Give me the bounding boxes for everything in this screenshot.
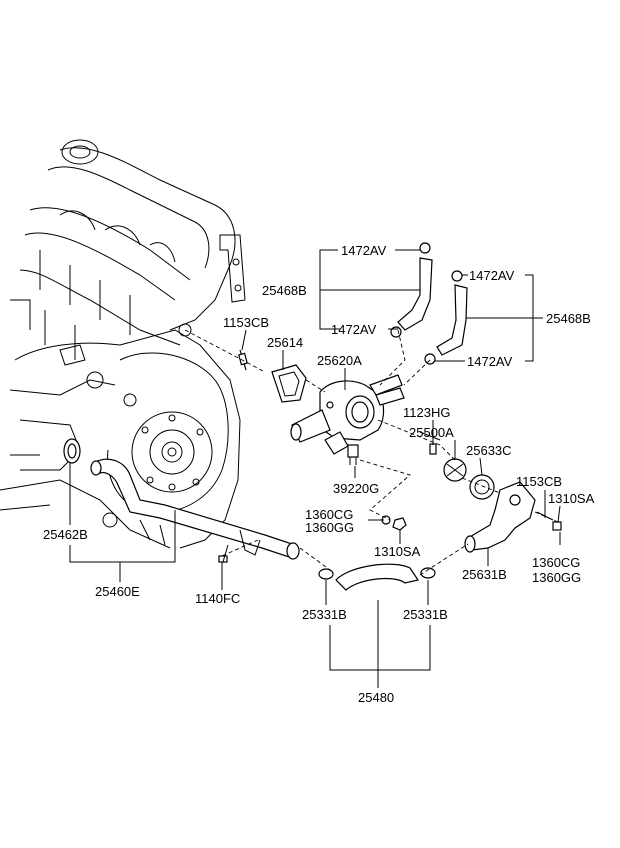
- label-25460e: 25460E: [95, 584, 140, 599]
- sensor-39220g: [347, 444, 359, 465]
- hose-25468b-right: [424, 270, 468, 365]
- label-1360gg-right: 1360GG: [532, 570, 581, 585]
- engine-block-illustration: [0, 139, 246, 549]
- label-25614: 25614: [267, 335, 303, 350]
- nut-1310sa-left: [381, 515, 407, 531]
- assembly-guide-lines: [184, 329, 561, 576]
- fasteners-right: [536, 511, 562, 531]
- label-25331b-left: 25331B: [302, 607, 347, 622]
- housing-25620a: [290, 374, 405, 455]
- outlet-25631b: [464, 481, 536, 553]
- label-1472av-b: 1472AV: [469, 268, 515, 283]
- label-1310sa-right: 1310SA: [548, 491, 595, 506]
- label-25480: 25480: [358, 690, 394, 705]
- bolt-1140fc: [218, 544, 229, 563]
- label-25620a: 25620A: [317, 353, 362, 368]
- gasket-25633c: [469, 474, 495, 500]
- label-25631b: 25631B: [462, 567, 507, 582]
- label-1360gg-left: 1360GG: [305, 520, 354, 535]
- label-1123hg: 1123HG: [403, 405, 450, 420]
- label-25500a: 25500A: [409, 425, 454, 440]
- label-1360cg-right: 1360CG: [532, 555, 580, 570]
- label-1310sa-left: 1310SA: [374, 544, 421, 559]
- label-25462b: 25462B: [43, 527, 88, 542]
- label-1153cb-left: 1153CB: [223, 315, 269, 330]
- pipe-25460e: [90, 458, 300, 560]
- label-25633c: 25633C: [466, 443, 512, 458]
- thermostat-25500a: [443, 458, 467, 482]
- seal-25462b: [63, 438, 81, 464]
- label-25468b-right: 25468B: [546, 311, 591, 326]
- label-1472av-c: 1472AV: [331, 322, 377, 337]
- hose-25480: [318, 563, 436, 591]
- gasket-25614: [271, 364, 307, 403]
- label-39220g: 39220G: [333, 481, 379, 496]
- label-1360cg-left: 1360CG: [305, 507, 353, 522]
- label-25331b-right: 25331B: [403, 607, 448, 622]
- part-labels: 1472AV 1472AV 25468B 25468B 1472AV 1472A…: [43, 243, 595, 705]
- leader-lines: [69, 249, 561, 688]
- label-1472av-d: 1472AV: [467, 354, 513, 369]
- label-1153cb-right: 1153CB: [516, 474, 562, 489]
- label-25468b-left: 25468B: [262, 283, 307, 298]
- label-1472av-a: 1472AV: [341, 243, 387, 258]
- label-1140fc: 1140FC: [195, 591, 240, 606]
